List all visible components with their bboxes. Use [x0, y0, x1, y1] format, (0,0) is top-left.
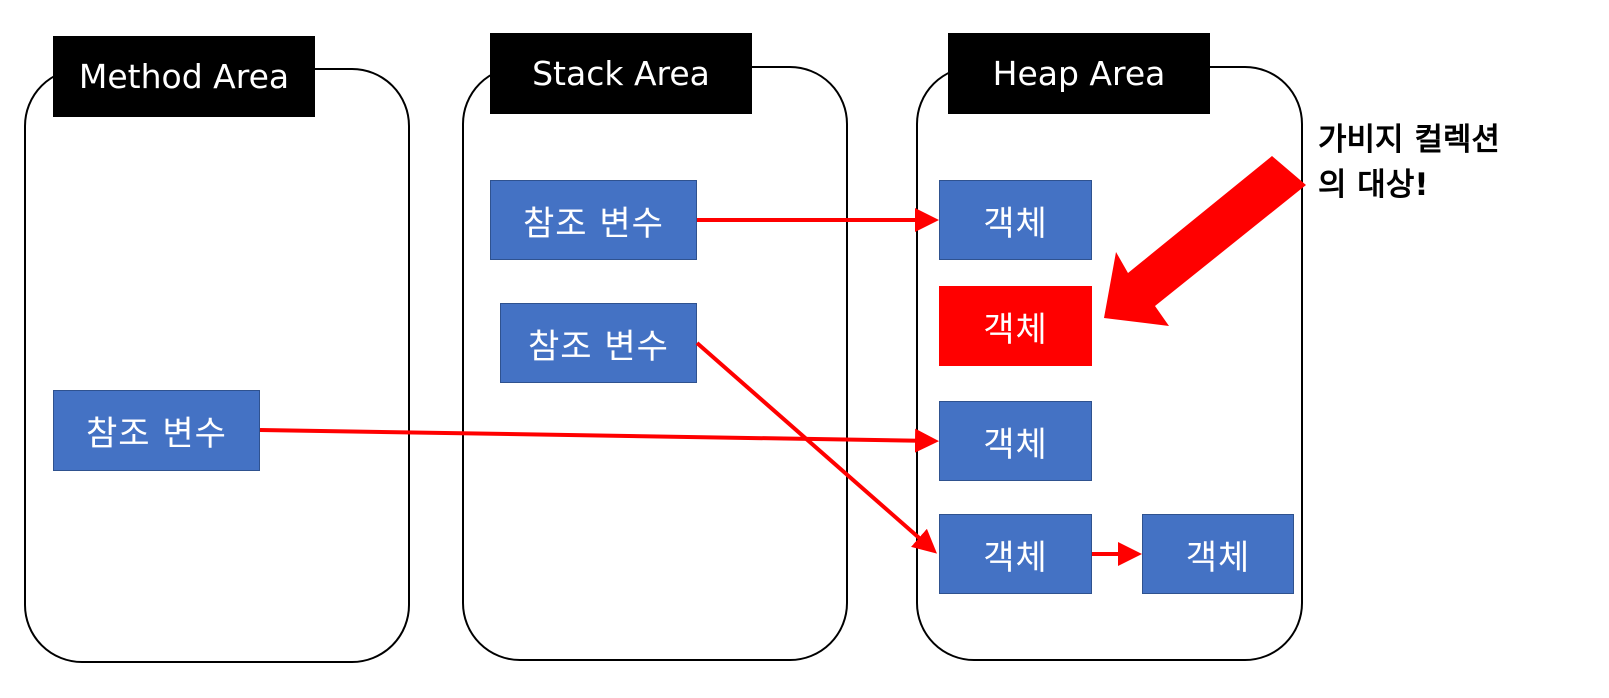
stack-ref-variable-2: 참조 변수 — [500, 303, 697, 383]
stack-ref-variable-1: 참조 변수 — [490, 180, 697, 260]
gc-target-annotation: 가비지 컬렉션 의 대상! — [1318, 122, 1500, 203]
method-area — [24, 68, 410, 663]
heap-object-5: 객체 — [1142, 514, 1294, 594]
heap-area-label: Heap Area — [948, 33, 1210, 114]
heap-object-1: 객체 — [939, 180, 1092, 260]
stack-area-label: Stack Area — [490, 33, 752, 114]
method-area-label: Method Area — [53, 36, 315, 117]
heap-object-4: 객체 — [939, 514, 1092, 594]
method-ref-variable: 참조 변수 — [53, 390, 260, 471]
heap-object-garbage: 객체 — [939, 286, 1092, 366]
heap-object-3: 객체 — [939, 401, 1092, 481]
